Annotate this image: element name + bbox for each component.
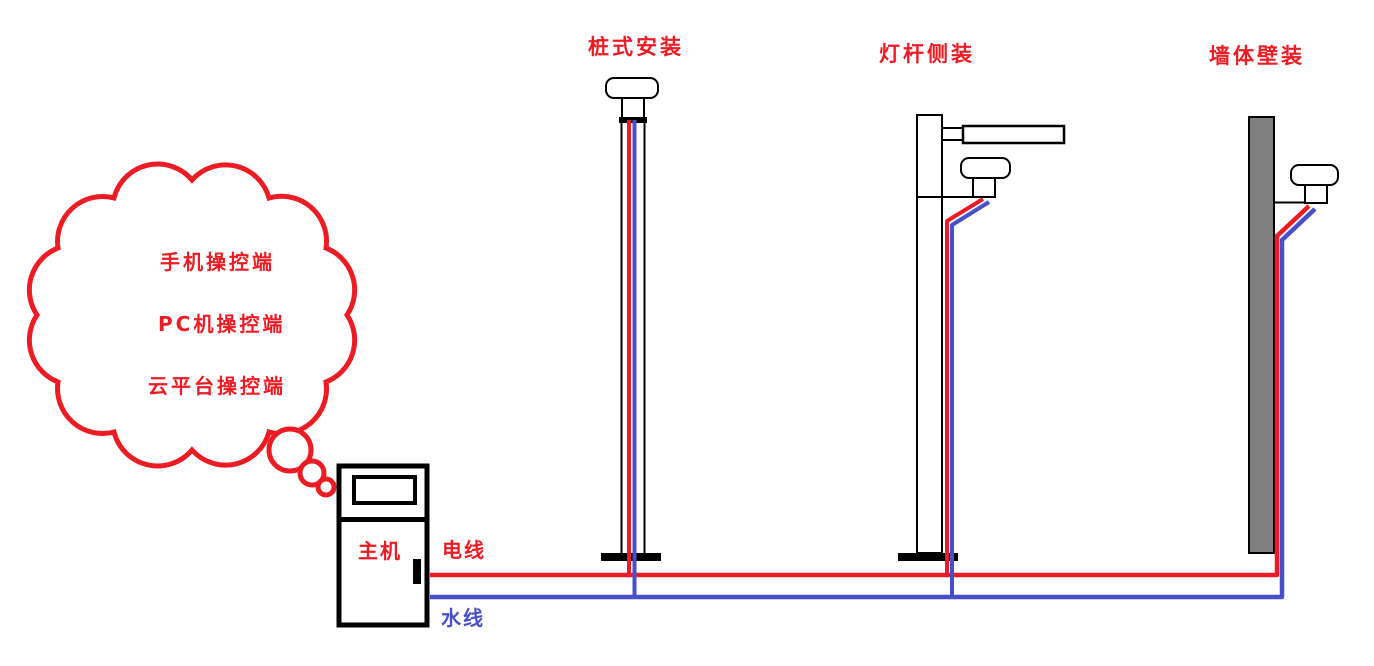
pole-mount-figure [898,114,1066,561]
water-wire-label: 水线 [441,606,485,630]
pole-base [898,553,958,561]
water-wire [430,207,1317,600]
pole-power-wire [945,197,985,575]
thought-bubble-large [266,426,314,474]
power-wire-label: 电线 [442,538,486,562]
mount-title-pile: 桩式安装 [588,35,684,59]
host-cabinet-icon [336,463,430,628]
cloud-item-pc: PC机操控端 [158,312,286,336]
power-wire [430,204,1311,578]
branch-wires [627,120,991,597]
sprinkler-head-icon [1290,164,1339,186]
cloud-item-cloud-platform: 云平台操控端 [148,374,286,398]
cabinet-screen [352,475,417,505]
wall-mount-figure [1248,116,1339,554]
mount-title-pole: 灯杆侧装 [879,42,975,66]
sprinkler-neck [972,177,996,198]
host-label: 主机 [358,539,402,563]
thought-bubble-small [315,476,337,498]
pole-water-wire [950,200,991,597]
sprinkler-head-icon [960,157,1011,179]
lamp-pole [916,114,943,554]
thought-bubble-medium [297,458,327,488]
cabinet-handle [413,559,421,584]
cloud-item-mobile: 手机操控端 [160,250,275,274]
lamp-arm [961,124,1066,145]
mount-title-wall: 墙体壁装 [1209,44,1305,68]
main-wires [430,204,1317,600]
wall [1248,116,1275,554]
sprinkler-neck [1304,184,1328,204]
sprinkler-head-icon [605,77,659,99]
sprinkler-neck [621,96,645,119]
control-cloud-icon [26,161,358,498]
